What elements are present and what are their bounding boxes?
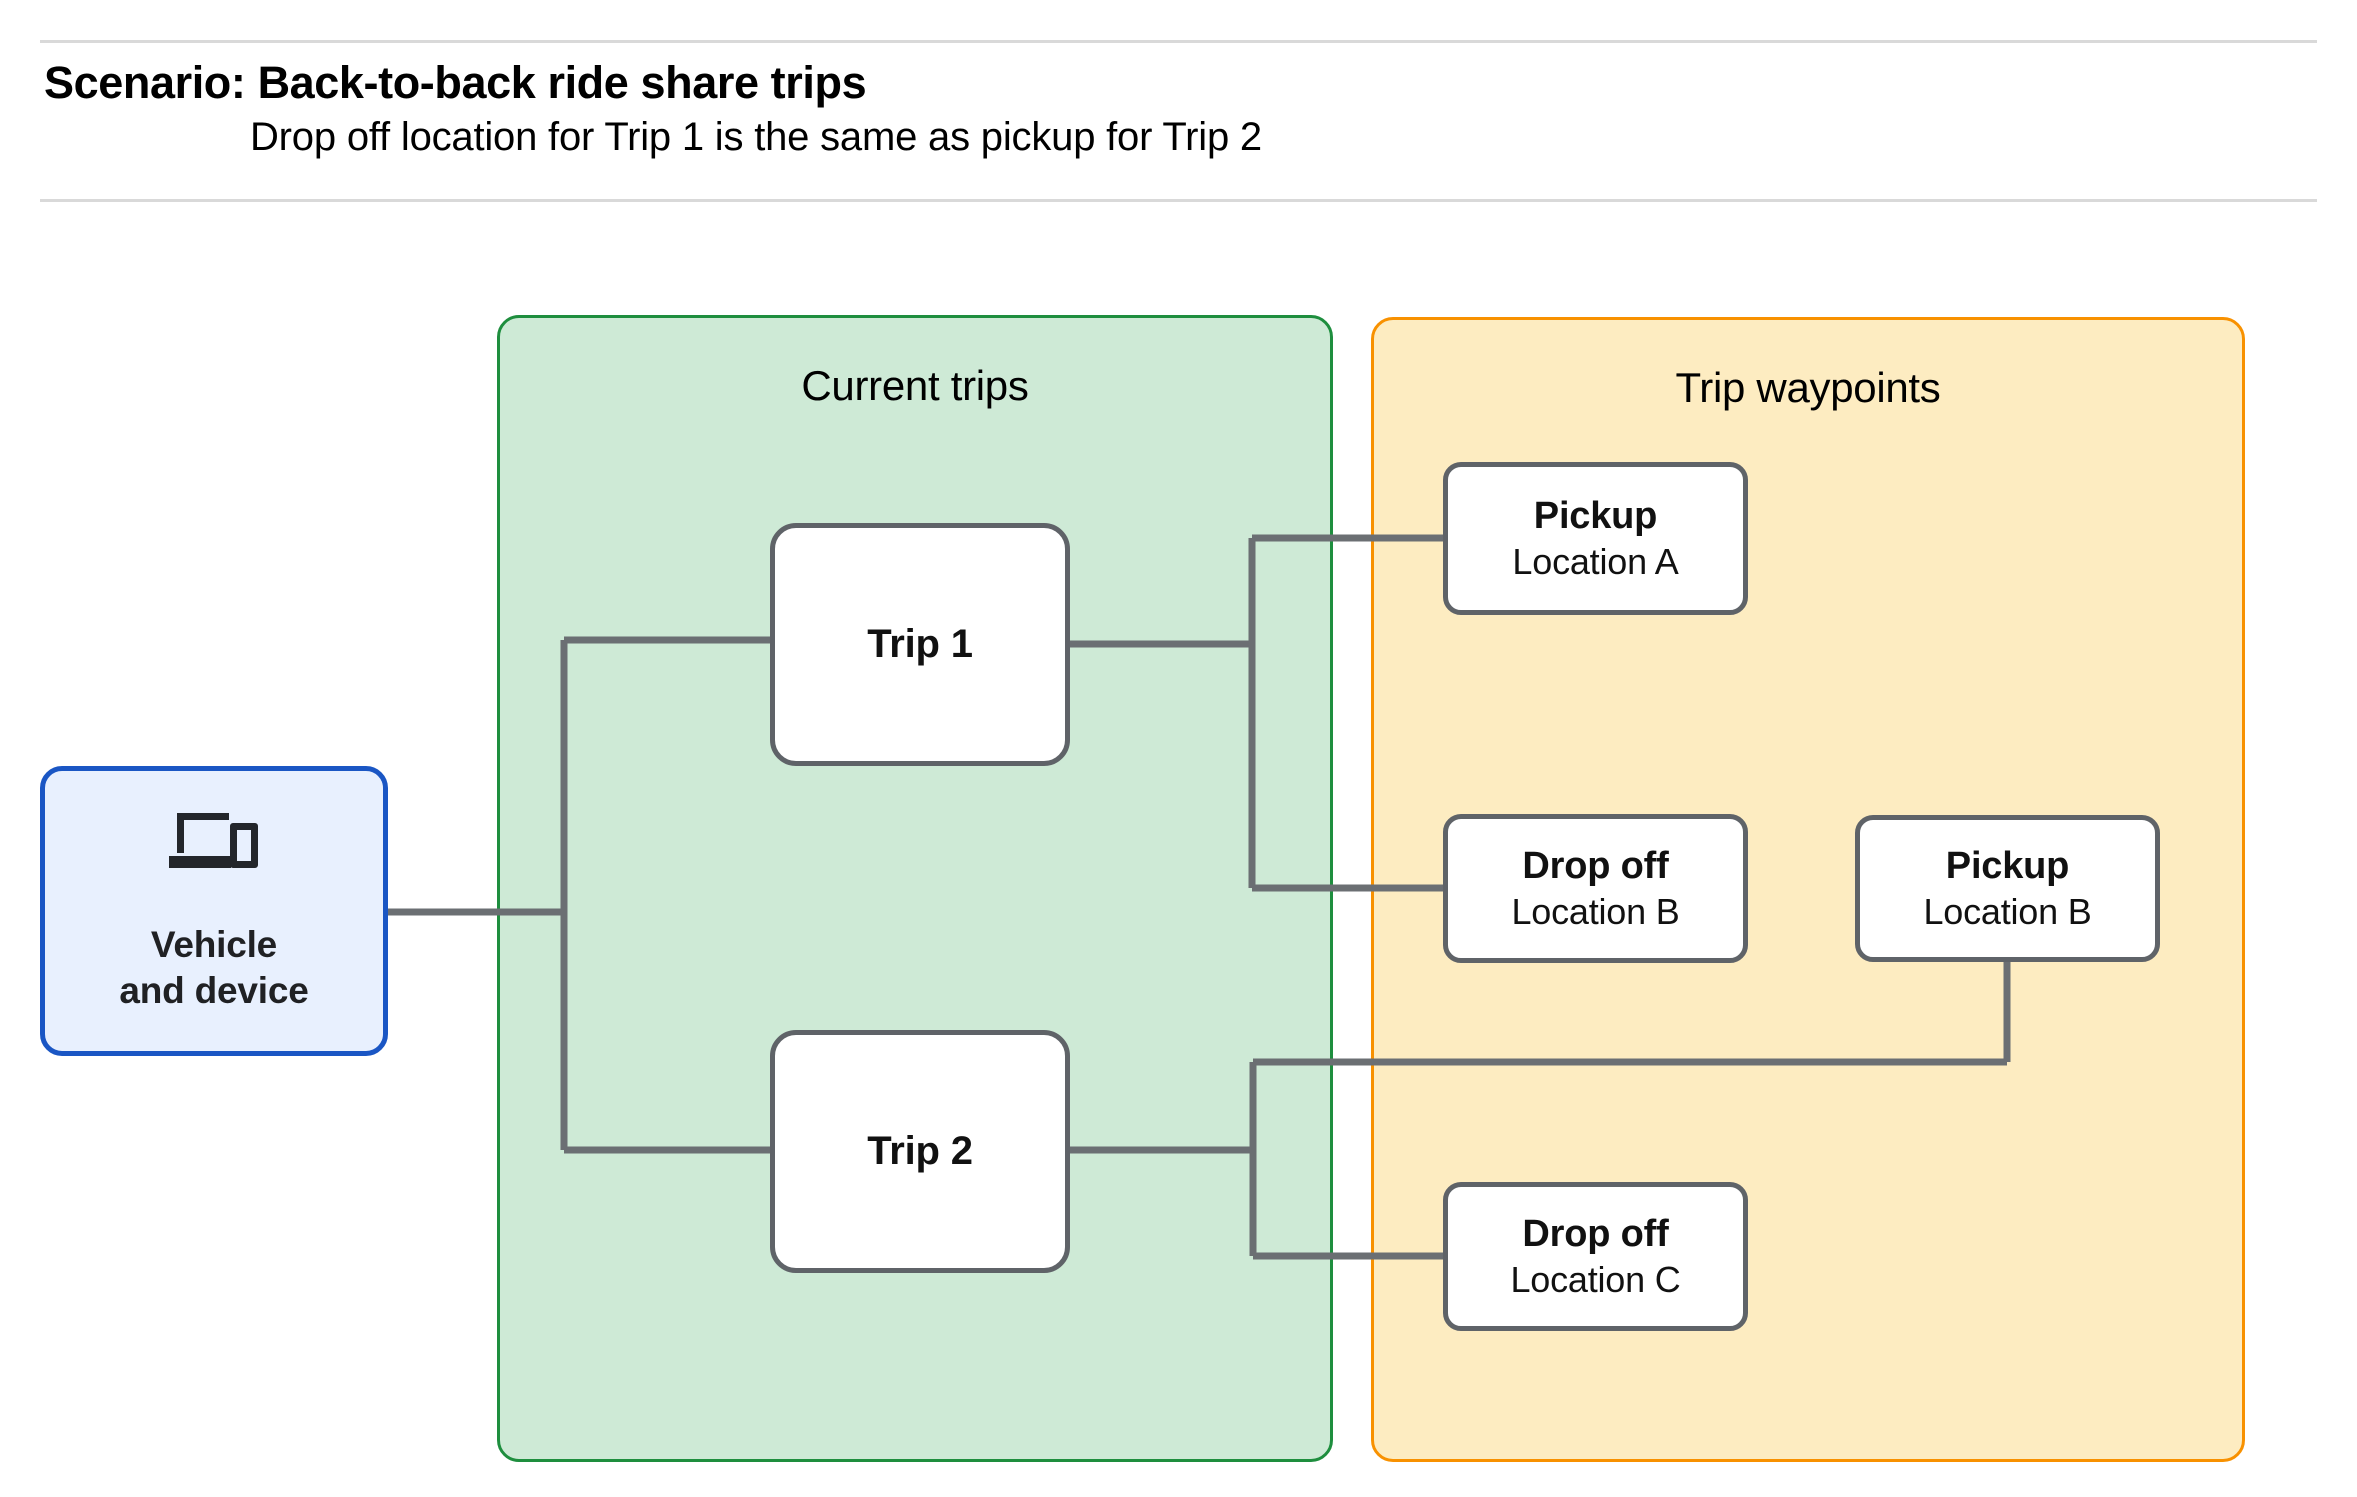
waypoint-location-label: Location A	[1512, 540, 1679, 582]
vehicle-and-device-label: Vehicle and device	[119, 924, 309, 1011]
waypoint-type-label: Pickup	[1533, 495, 1658, 538]
waypoint-type-label: Pickup	[1945, 845, 2070, 888]
waypoint-pickup-location-b[interactable]: Pickup Location B	[1855, 815, 2160, 962]
header-divider-bottom	[40, 199, 2317, 202]
waypoint-dropoff-location-c[interactable]: Drop off Location C	[1443, 1182, 1748, 1331]
trip-2-node[interactable]: Trip 2	[770, 1030, 1070, 1273]
devices-icon	[169, 809, 259, 878]
trip-2-label: Trip 2	[867, 1129, 973, 1174]
waypoint-location-label: Location B	[1511, 890, 1680, 932]
waypoint-location-label: Location B	[1923, 890, 2092, 932]
header-divider-top	[40, 40, 2317, 43]
waypoint-type-label: Drop off	[1522, 1213, 1669, 1256]
trip-1-label: Trip 1	[867, 622, 973, 667]
panel-current-trips: Current trips	[497, 315, 1333, 1462]
vehicle-and-device-node[interactable]: Vehicle and device	[40, 766, 388, 1056]
panel-current-trips-title: Current trips	[801, 362, 1029, 409]
waypoint-location-label: Location C	[1510, 1258, 1681, 1300]
trip-1-node[interactable]: Trip 1	[770, 523, 1070, 766]
waypoint-dropoff-location-b[interactable]: Drop off Location B	[1443, 814, 1748, 963]
waypoint-pickup-location-a[interactable]: Pickup Location A	[1443, 462, 1748, 615]
waypoint-type-label: Drop off	[1522, 845, 1669, 888]
panel-trip-waypoints-title: Trip waypoints	[1675, 364, 1941, 411]
page-title: Scenario: Back-to-back ride share trips	[44, 57, 867, 108]
page-subtitle: Drop off location for Trip 1 is the same…	[250, 115, 1262, 159]
